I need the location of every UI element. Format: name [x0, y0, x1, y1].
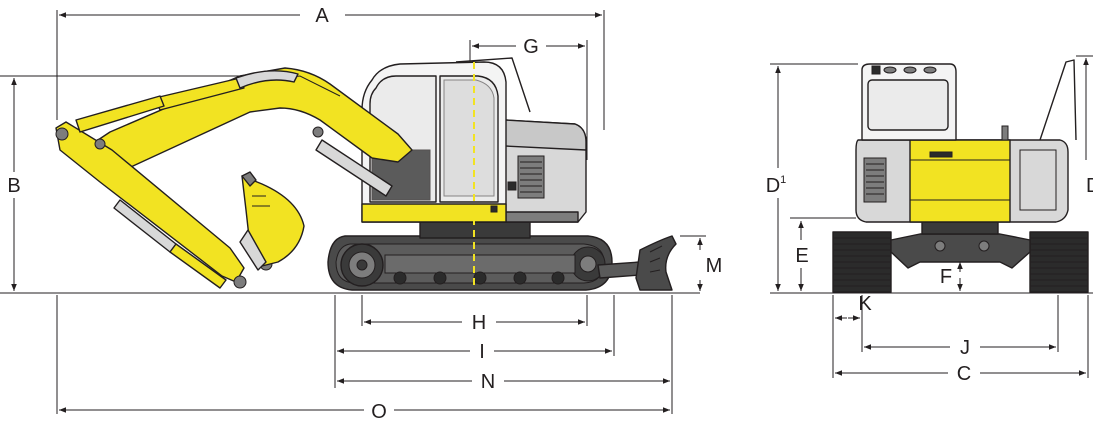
arm	[55, 95, 273, 289]
dim-f-label: F	[940, 266, 952, 288]
front-left-track	[832, 231, 892, 293]
dim-b-label: B	[7, 175, 20, 197]
dim-g-label: G	[523, 36, 539, 58]
dim-d-label: D	[1086, 175, 1093, 197]
extension-lines	[0, 10, 1093, 414]
upper-body	[504, 119, 587, 223]
dim-e-label: E	[795, 245, 808, 267]
dozer-blade	[597, 235, 677, 291]
dim-o-label: O	[371, 401, 387, 422]
front-cab	[861, 59, 1077, 141]
front-view-excavator	[832, 59, 1089, 293]
dim-c-label: C	[957, 363, 971, 385]
side-view-excavator	[55, 57, 677, 291]
front-right-track	[1029, 231, 1089, 293]
dim-a-label: A	[315, 5, 329, 27]
boom	[85, 67, 413, 197]
dim-m-label: M	[706, 255, 723, 277]
dim-d1-letter: D	[766, 175, 780, 197]
bucket	[239, 171, 305, 271]
dim-h-label: H	[472, 312, 486, 334]
dim-n-label: N	[481, 371, 495, 393]
cab	[361, 57, 531, 223]
dim-i-label: I	[479, 341, 485, 363]
side-track	[327, 235, 613, 291]
dim-k-label: K	[858, 293, 872, 315]
dim-j-label: J	[960, 337, 970, 359]
front-upper-body	[855, 125, 1069, 223]
dim-d1-label: D1	[766, 174, 787, 197]
dim-d1-superscript: 1	[780, 174, 786, 186]
